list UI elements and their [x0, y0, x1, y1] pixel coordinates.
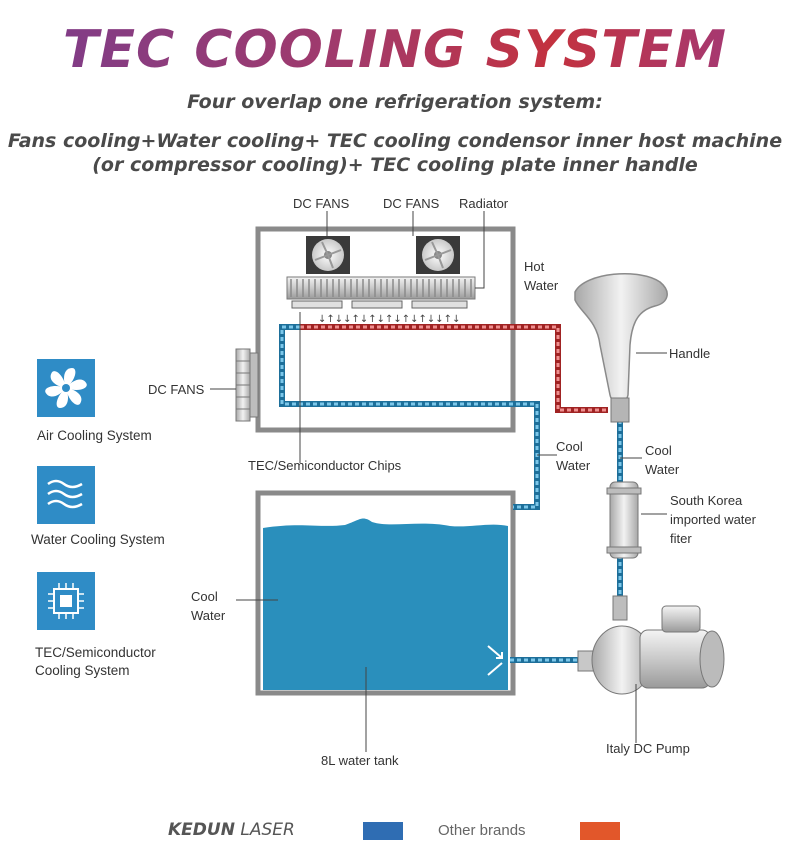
label-cool-water-mid-2: Water: [556, 458, 591, 473]
legend-water-label: Water Cooling System: [31, 532, 165, 547]
dc-fan-top-left: [306, 236, 350, 274]
legend-tec-label-2: Cooling System: [35, 663, 130, 678]
page-subtitle: Four overlap one refrigeration system:: [187, 91, 603, 113]
leader-lines: [210, 211, 667, 752]
water-filter: [606, 481, 642, 559]
label-tank: 8L water tank: [321, 753, 399, 768]
label-dc-fans-top-right: DC FANS: [383, 196, 440, 211]
dc-fans-side: [235, 348, 259, 422]
label-handle: Handle: [669, 346, 710, 361]
legend-water-cooling: Water Cooling System: [31, 466, 165, 547]
legend-air-cooling: Air Cooling System: [37, 359, 152, 443]
label-radiator: Radiator: [459, 196, 509, 211]
brand-thin: LASER: [234, 820, 295, 840]
radiator: [286, 276, 476, 300]
label-cool-water-tank-1: Cool: [191, 589, 218, 604]
legend-tec-cooling: TEC/Semiconductor Cooling System: [35, 572, 156, 678]
inlet-arrows: [487, 645, 503, 676]
label-hot-water-1: Hot: [524, 259, 545, 274]
kedun-color-swatch: [363, 822, 403, 840]
label-dc-fans-side: DC FANS: [148, 382, 205, 397]
dc-pump: [577, 595, 725, 695]
label-filter-2: imported water: [670, 512, 757, 527]
dc-fan-top-right: [416, 236, 460, 274]
label-cool-water-right-1: Cool: [645, 443, 672, 458]
legend-air-label: Air Cooling System: [37, 428, 152, 443]
description-line-1: Fans cooling+Water cooling+ TEC cooling …: [7, 130, 783, 152]
other-brands-color-swatch: [580, 822, 620, 840]
handle: [574, 273, 668, 423]
hot-water-pipe: [300, 324, 608, 413]
svg-text:↓↑↓↓↑↓↑↓↑↓↑↓↑↓↓↑↓: ↓↑↓↓↑↓↑↓↑↓↑↓↑↓↓↑↓: [318, 314, 460, 325]
label-filter-1: South Korea: [670, 493, 743, 508]
label-cool-water-right-2: Water: [645, 462, 680, 477]
brand-bold: KEDUN: [168, 820, 235, 840]
tec-chips-row: ↓↑↓↓↑↓↑↓↑↓↑↓↑↓↓↑↓: [291, 300, 468, 325]
legend-tec-label-1: TEC/Semiconductor: [35, 645, 156, 660]
brand-kedun: KEDUN LASER: [168, 820, 295, 840]
label-dc-fans-top-left: DC FANS: [293, 196, 350, 211]
label-pump: Italy DC Pump: [606, 741, 690, 756]
label-hot-water-2: Water: [524, 278, 559, 293]
page-description: Fans cooling+Water cooling+ TEC cooling …: [0, 129, 790, 177]
page-title: TEC COOLING SYSTEM: [0, 18, 790, 82]
label-tec-chips: TEC/Semiconductor Chips: [248, 458, 402, 473]
cool-water-pipe: [279, 324, 623, 663]
other-brands-label: Other brands: [438, 822, 526, 839]
label-cool-water-mid-1: Cool: [556, 439, 583, 454]
label-filter-3: fiter: [670, 531, 692, 546]
label-cool-water-tank-2: Water: [191, 608, 226, 623]
description-line-2: (or compressor cooling)+ TEC cooling pla…: [92, 154, 698, 176]
comparison-legend: KEDUN LASER Other brands: [0, 820, 790, 844]
water-tank: [255, 490, 516, 696]
